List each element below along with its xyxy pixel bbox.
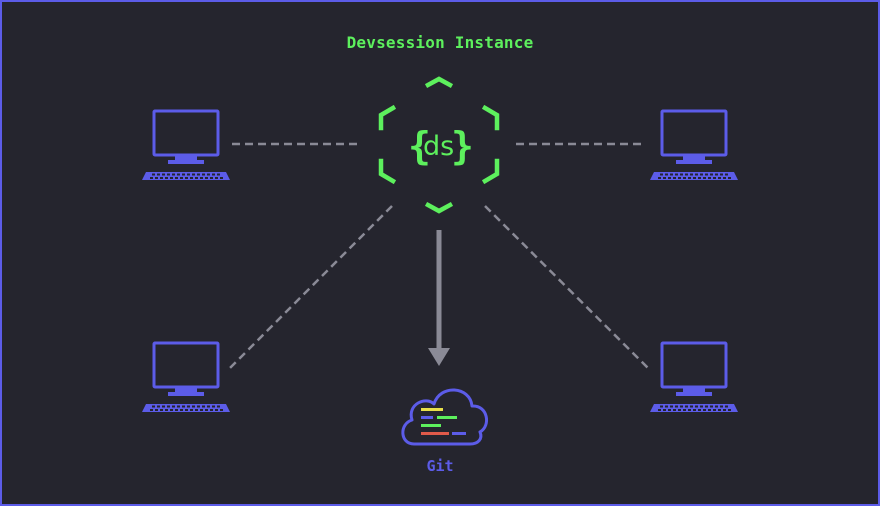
instance-title: Devsession Instance [346,33,534,52]
hexagon-logo-icon [378,76,500,214]
connector-bottom-left [227,205,393,371]
logo-brace-close: } [451,124,474,168]
computer-bottom-right-icon [648,341,740,414]
computer-top-left-icon [140,109,232,182]
logo-brace-open: { [408,124,431,168]
cloud-code-icon [401,388,489,446]
git-label: Git [426,457,454,475]
push-arrow [428,230,450,366]
connector-bottom-right [484,205,651,371]
logo-text: ds [423,131,454,162]
computer-top-right-icon [648,109,740,182]
computer-bottom-left-icon [140,341,232,414]
